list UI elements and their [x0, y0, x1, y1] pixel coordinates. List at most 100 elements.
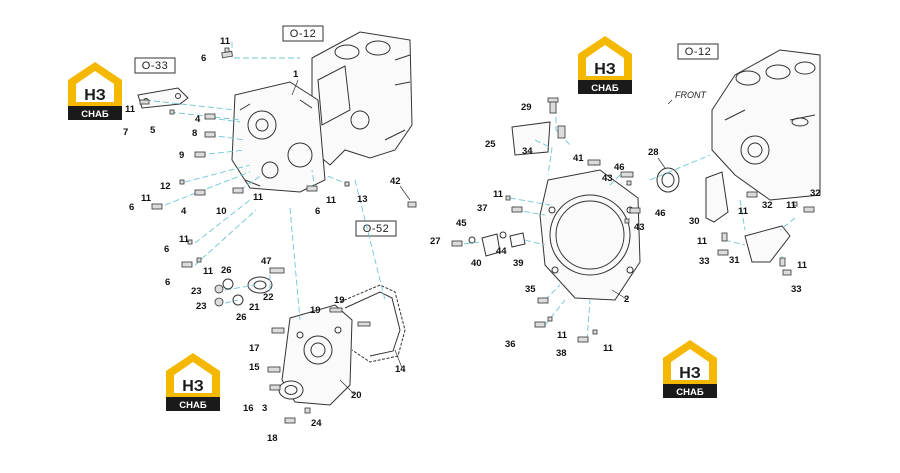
- watermark-logo-subtext: СНАБ: [179, 400, 207, 411]
- callout-number: 20: [351, 390, 362, 401]
- bracket-30: [705, 171, 729, 223]
- callout-number: 3: [262, 403, 267, 414]
- callout-number: 43: [634, 222, 645, 233]
- callout-number: 45: [456, 218, 467, 229]
- bolts-left: [139, 47, 417, 424]
- front-arrow: FRONT: [667, 90, 707, 105]
- callout-number: 43: [602, 173, 613, 184]
- callout-number: 40: [471, 258, 482, 269]
- callout-number: 23: [196, 301, 207, 312]
- ref-label: O-12: [290, 28, 316, 40]
- watermark-logo-top-center: НЗ СНАБ: [578, 36, 632, 94]
- bolts-right: [451, 97, 815, 343]
- engine-block-left: [311, 31, 413, 166]
- callout-number: 11: [738, 206, 749, 217]
- ref-label: O-33: [142, 60, 168, 72]
- callout-number: 14: [395, 364, 406, 375]
- callout-number: 27: [430, 236, 441, 247]
- callout-number: 6: [201, 53, 206, 64]
- sensor-parts-left: [468, 231, 526, 257]
- callout-number: 11: [141, 193, 152, 204]
- engine-block-right: [711, 49, 821, 201]
- callout-number: 11: [203, 266, 214, 277]
- callout-labels: 11 6 1 11 7 5 4 8 9 12 11 6 4 10 11 6 11…: [123, 36, 821, 444]
- callout-number: 11: [179, 234, 190, 245]
- watermark-logo-subtext: СНАБ: [81, 109, 109, 120]
- callout-number: 36: [505, 339, 516, 350]
- callout-number: 11: [797, 260, 808, 271]
- callout-number: 46: [655, 208, 666, 219]
- watermark-logo-subtext: СНАБ: [591, 83, 619, 94]
- callout-number: 4: [181, 206, 187, 217]
- callout-number: 28: [648, 147, 659, 158]
- callout-number: 23: [191, 286, 202, 297]
- callout-number: 19: [310, 305, 321, 316]
- callout-leaders: [291, 79, 666, 395]
- callout-number: 11: [253, 192, 264, 203]
- watermark-logo-text: НЗ: [182, 378, 204, 395]
- callout-number: 32: [810, 188, 821, 199]
- callout-number: 35: [525, 284, 536, 295]
- watermark-logo-bottom-right: НЗ СНАБ: [663, 340, 717, 398]
- callout-number: 29: [521, 102, 532, 113]
- watermark-logo-text: НЗ: [84, 87, 106, 104]
- watermark-logo-subtext: СНАБ: [676, 387, 704, 398]
- callout-number: 11: [603, 343, 614, 354]
- ref-label: O-12: [685, 46, 711, 58]
- callout-number: 8: [192, 128, 197, 139]
- ref-box-o33: O-33: [134, 57, 176, 74]
- oil-seal-3: [278, 380, 304, 400]
- callout-number: 11: [697, 236, 708, 247]
- callout-number: 15: [249, 362, 260, 373]
- callout-number: 12: [160, 181, 171, 192]
- callout-number: 34: [522, 146, 533, 157]
- timing-gear-case: [231, 81, 326, 193]
- callout-number: 22: [263, 292, 274, 303]
- callout-number: 10: [216, 206, 227, 217]
- gasket-14: [339, 284, 406, 363]
- callout-number: 4: [195, 114, 201, 125]
- callout-number: 1: [293, 69, 299, 80]
- callout-number: 9: [179, 150, 184, 161]
- callout-number: 26: [221, 265, 232, 276]
- callout-number: 6: [315, 206, 320, 217]
- callout-number: 46: [614, 162, 625, 173]
- ref-box-o52: O-52: [355, 220, 397, 237]
- watermark-logo-bottom-left: НЗ СНАБ: [166, 353, 220, 411]
- callout-number: 47: [261, 256, 272, 267]
- callout-number: 41: [573, 153, 584, 164]
- callout-number: 21: [249, 302, 260, 313]
- callout-number: 25: [485, 139, 496, 150]
- callout-number: 17: [249, 343, 260, 354]
- bracket-31: [744, 225, 791, 263]
- callout-number: 6: [164, 244, 169, 255]
- callout-number: 6: [129, 202, 134, 213]
- watermark-logo-text: НЗ: [594, 61, 616, 78]
- ref-box-o12-right: O-12: [677, 43, 719, 60]
- ref-label: O-52: [363, 223, 389, 235]
- callout-number: 39: [513, 258, 524, 269]
- watermark-logo-top-left: НЗ СНАБ: [68, 62, 122, 120]
- callout-number: 19: [334, 295, 345, 306]
- callout-number: 18: [267, 433, 278, 444]
- flywheel-housing: [539, 169, 641, 301]
- callout-number: 31: [729, 255, 740, 266]
- callout-number: 38: [556, 348, 567, 359]
- callout-number: 42: [390, 176, 401, 187]
- callout-number: 44: [496, 246, 507, 257]
- callout-number: 37: [477, 203, 488, 214]
- ref-box-o12-left: O-12: [282, 25, 324, 42]
- cover-plate-25: [511, 121, 551, 156]
- callout-number: 26: [236, 312, 247, 323]
- callout-number: 16: [243, 403, 254, 414]
- callout-number: 33: [699, 256, 710, 267]
- callout-number: 7: [123, 127, 128, 138]
- callout-number: 11: [125, 104, 136, 115]
- bracket-upper-left: [137, 87, 189, 109]
- callout-number: 33: [791, 284, 802, 295]
- watermark-logo-text: НЗ: [679, 365, 701, 382]
- front-label: FRONT: [675, 90, 707, 100]
- small-plate-22: [247, 276, 273, 294]
